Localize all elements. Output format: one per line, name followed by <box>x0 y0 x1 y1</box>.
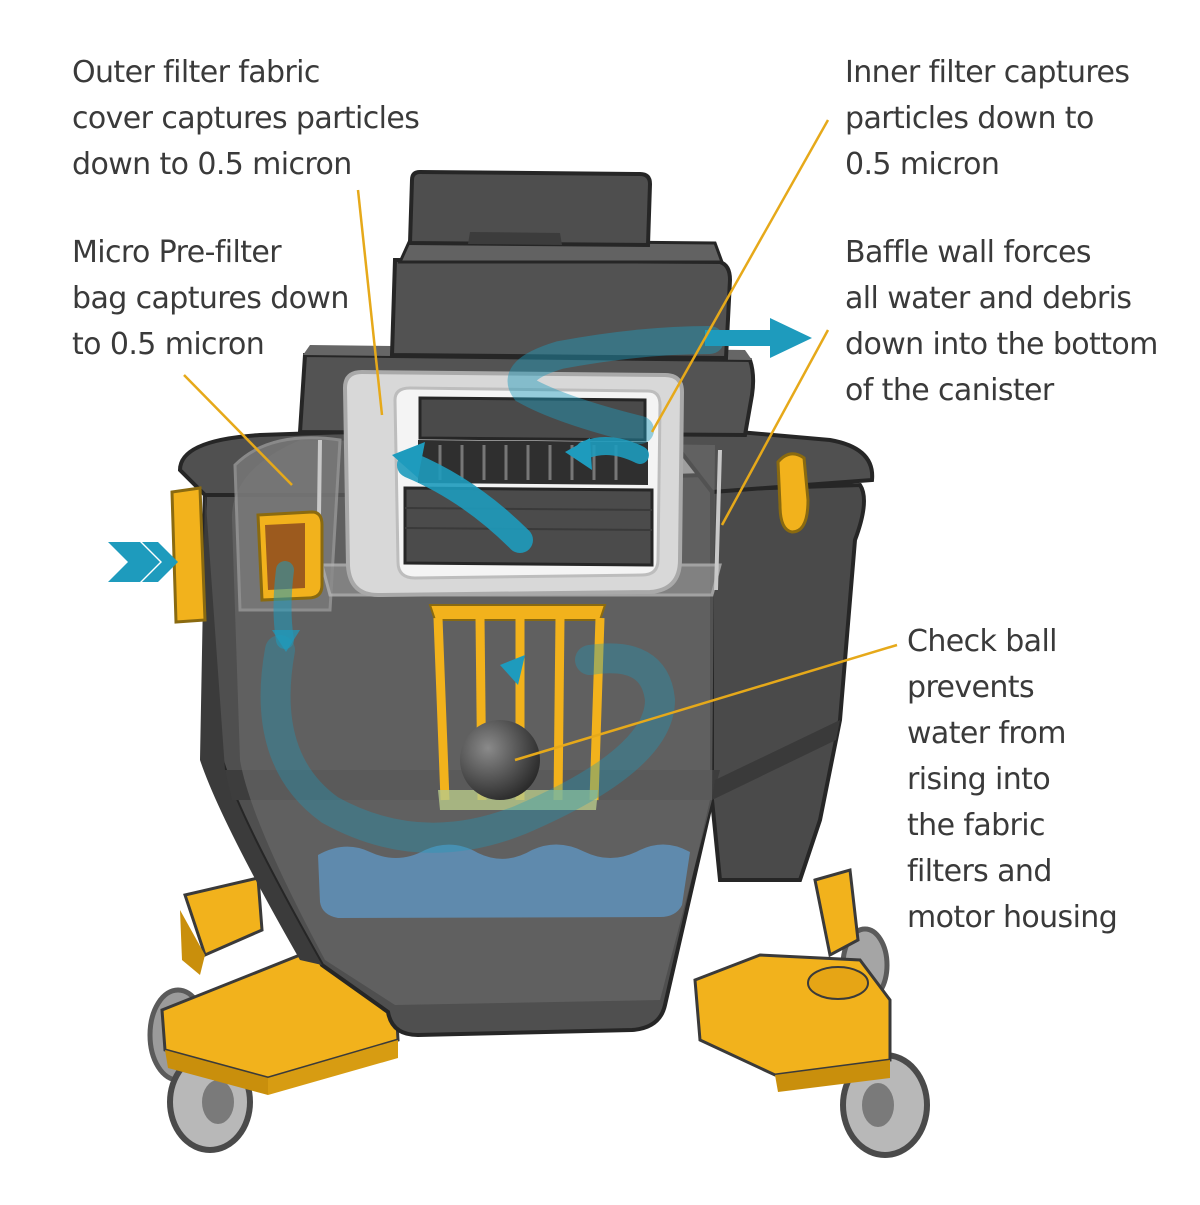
exhaust-arrow-icon <box>705 318 812 358</box>
callout-line: to 0.5 micron <box>72 327 265 362</box>
callout-line: bag captures down <box>72 281 349 316</box>
callout-line: water from <box>907 716 1066 751</box>
callout-line: rising into <box>907 762 1051 797</box>
intake-port <box>170 486 324 624</box>
callout-line: all water and debris <box>845 281 1132 316</box>
callout-line: the fabric <box>907 808 1046 843</box>
callout-line: Outer filter fabric <box>72 55 320 90</box>
callout-line: particles down to <box>845 101 1094 136</box>
check-ball <box>460 720 540 800</box>
callout-outer-filter: Outer filter fabric cover captures parti… <box>72 50 420 188</box>
callout-line: Check ball <box>907 624 1058 659</box>
intake-arrow-icon <box>108 542 178 582</box>
callout-line: cover captures particles <box>72 101 420 136</box>
yellow-dolly-base <box>160 868 892 1095</box>
callout-line: down to 0.5 micron <box>72 147 352 182</box>
callout-baffle-wall: Baffle wall forces all water and debris … <box>845 230 1158 414</box>
callout-line: Micro Pre-filter <box>72 235 282 270</box>
collected-water <box>318 844 690 918</box>
callout-line: motor housing <box>907 900 1118 935</box>
airflow-arrow-icon <box>272 438 592 685</box>
callout-line: 0.5 micron <box>845 147 1000 182</box>
callout-inner-filter: Inner filter captures particles down to … <box>845 50 1130 188</box>
callout-micro-prefilter: Micro Pre-filter bag captures down to 0.… <box>72 230 349 368</box>
float-cage <box>428 604 607 810</box>
callout-leader-lines <box>183 119 898 762</box>
callout-check-ball: Check ball prevents water from rising in… <box>907 619 1118 941</box>
callout-line: down into the bottom <box>845 327 1158 362</box>
callout-line: filters and <box>907 854 1052 889</box>
callout-line: Baffle wall forces <box>845 235 1092 270</box>
callout-line: prevents <box>907 670 1035 705</box>
callout-line: Inner filter captures <box>845 55 1130 90</box>
callout-line: of the canister <box>845 373 1054 408</box>
lid-latch <box>776 452 810 534</box>
